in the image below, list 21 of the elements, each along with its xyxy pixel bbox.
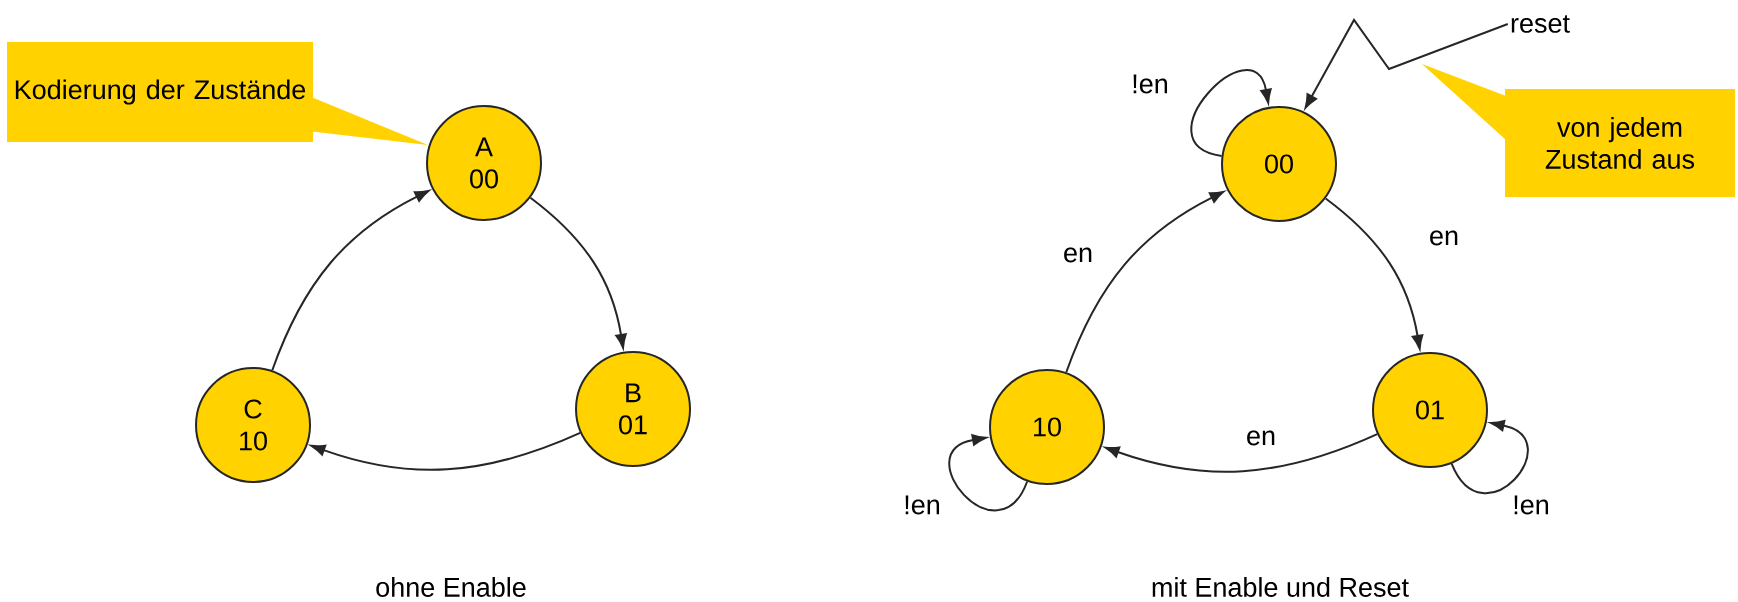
arrow (1190, 69, 1272, 157)
arrow (1304, 18, 1509, 109)
edge-label: en (1061, 245, 1095, 265)
arrow (1104, 433, 1379, 473)
arrow (1065, 190, 1225, 374)
arrow (271, 189, 430, 372)
caption: mit Enable und Reset (1152, 577, 1409, 597)
edge-label: en (1244, 428, 1278, 448)
arrow (1324, 197, 1424, 350)
arrow (310, 431, 582, 471)
caption: ohne Enable (376, 577, 526, 597)
arrow (948, 434, 1029, 512)
callout-box: Kodierung der Zustände (7, 42, 428, 145)
input-label: reset (1511, 15, 1570, 33)
callout-box: von jedem Zustand aus (1422, 64, 1735, 197)
edge-label: !en (1129, 72, 1171, 96)
edge-label: !en (1510, 493, 1552, 517)
edge-label: !en (901, 493, 943, 517)
arrow (529, 196, 627, 349)
edge-label: en (1427, 228, 1461, 248)
arrow (1450, 419, 1529, 495)
